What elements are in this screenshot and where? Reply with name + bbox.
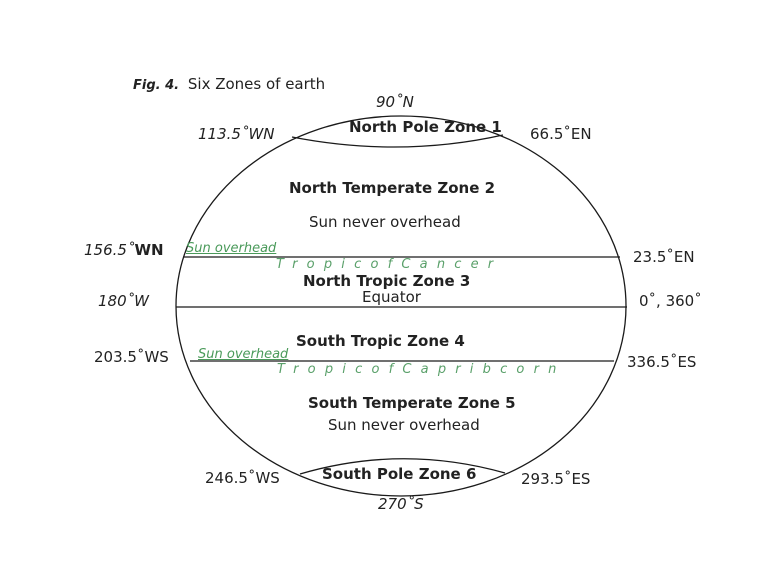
zone-4-title: South Tropic Zone 4 [296,332,465,350]
left-label-cancer: 156.5˚WN [84,241,164,259]
tropic-of-cancer-label: TropicofCancer [276,257,503,272]
right-label-capricorn: 336.5˚ES [627,353,697,371]
figure-number: Fig. 4. [133,78,180,93]
north-pole-label: 90˚N [376,93,414,111]
right-label-south-cap: 293.5˚ES [521,470,591,488]
north-pole-cap-arc [291,134,504,148]
right-label-north-cap: 66.5˚EN [530,125,592,143]
zone-2-note: Sun never overhead [309,213,461,231]
right-label-equator: 0˚, 360˚ [639,292,702,310]
south-pole-label: 270˚S [378,495,424,513]
zone-3-title: North Tropic Zone 3 [303,272,471,290]
figure-caption: Fig. 4. Six Zones of earth [133,75,326,93]
left-label-south-cap: 246.5˚WS [205,469,280,487]
zone-1-title: North Pole Zone 1 [349,118,502,136]
south-pole-cap-arc [299,458,506,475]
figure-title: Six Zones of earth [187,75,326,93]
zone-2-title: North Temperate Zone 2 [289,179,496,197]
equator-label: Equator [362,288,421,306]
zone-6-title: South Pole Zone 6 [322,465,477,483]
right-label-cancer: 23.5˚EN [633,248,695,266]
left-label-north-cap: 113.5˚WN [198,125,275,143]
zone-5-note: Sun never overhead [328,416,480,434]
zone-5-title: South Temperate Zone 5 [308,394,516,412]
left-label-capricorn: 203.5˚WS [94,348,169,366]
earth-circle [175,115,627,497]
sun-overhead-south: Sun overhead [198,347,289,362]
left-label-equator: 180˚W [98,292,149,310]
sun-overhead-north: Sun overhead [186,241,277,256]
tropic-of-capricorn-label: TropicofCapribcorn [277,362,566,377]
